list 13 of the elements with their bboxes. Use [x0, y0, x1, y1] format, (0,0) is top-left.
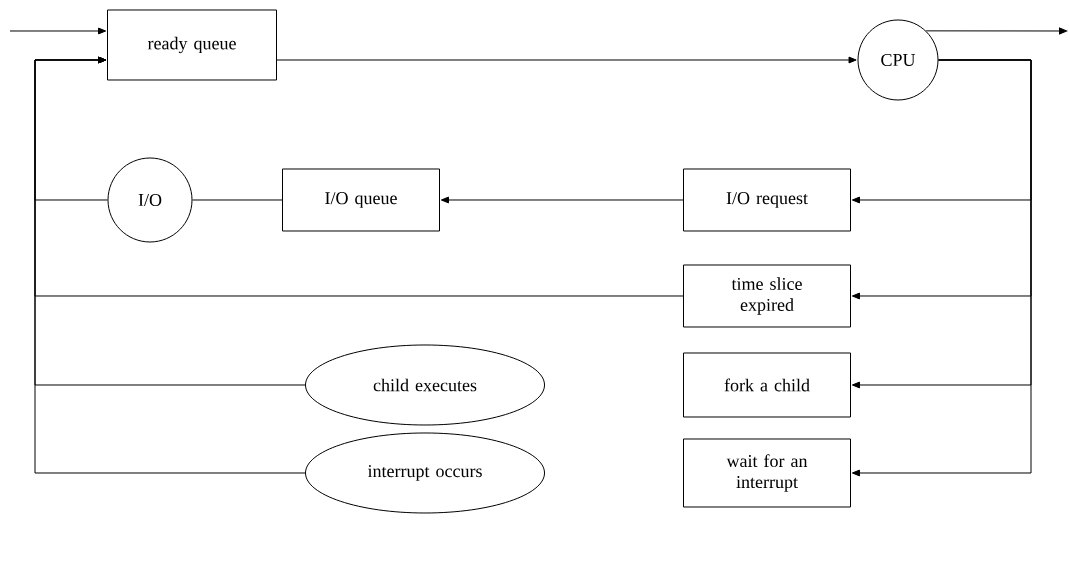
process-box: ready queue	[107, 9, 277, 81]
process-box: I/O queue	[282, 168, 440, 232]
process-box: I/O request	[683, 168, 851, 232]
arrow	[34, 56, 306, 474]
arrow	[276, 56, 857, 64]
connector-line	[192, 199, 283, 201]
arrow	[851, 59, 1032, 477]
process-box: fork a child	[683, 352, 851, 418]
arrow	[9, 27, 107, 35]
process-box: wait for an interrupt	[683, 438, 851, 508]
process-box: time slice expired	[683, 264, 851, 328]
arrow	[925, 27, 1068, 35]
arrow	[440, 196, 684, 204]
